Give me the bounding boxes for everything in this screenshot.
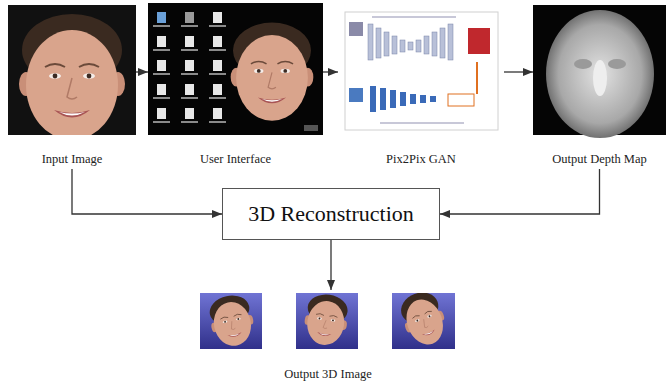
flow-arrow xyxy=(440,169,600,214)
flow-arrow xyxy=(323,71,338,72)
figure-caption: Output 3D Image xyxy=(284,367,371,382)
figure-panel: Output Depth Map xyxy=(533,5,666,167)
figure-caption: Input Image xyxy=(42,152,103,167)
figure-caption: Output Depth Map xyxy=(552,152,646,167)
flow-arrow xyxy=(330,240,331,290)
figure-panel: Input Image xyxy=(8,5,136,167)
depth-map-image xyxy=(533,5,666,138)
figure-caption: User Interface xyxy=(200,152,271,167)
flow-arrow xyxy=(136,71,148,72)
flow-arrow xyxy=(504,71,533,72)
figure-panel: Pix2Pix GAN xyxy=(338,5,504,167)
ui-screenshot xyxy=(148,3,323,135)
gan-architecture xyxy=(345,12,498,130)
figure-caption: Pix2Pix GAN xyxy=(386,152,456,167)
box-label: 3D Reconstruction xyxy=(248,201,414,227)
figure-panel: User Interface xyxy=(148,3,323,167)
input-photo xyxy=(8,5,136,140)
figure-panel: Output 3D Image xyxy=(198,290,458,382)
flow-arrow xyxy=(72,169,222,214)
render-3d xyxy=(200,287,455,351)
process-box: 3D Reconstruction xyxy=(222,188,440,240)
